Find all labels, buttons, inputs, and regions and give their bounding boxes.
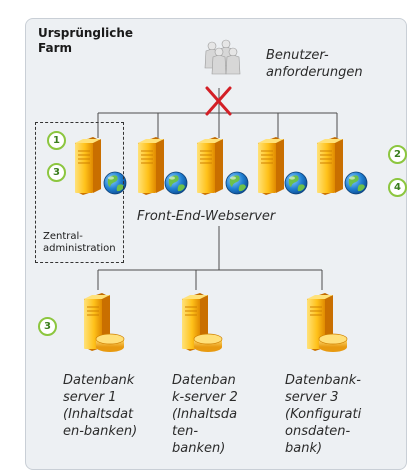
server-icon-5 [316,136,344,196]
farm-panel [25,18,407,470]
connector-lines [97,88,338,290]
step-badge-right-top: 2 [388,145,407,164]
step-badge-ca-bottom: 3 [47,163,66,182]
farm-title: Ursprüngliche Farm [38,26,134,55]
server-icon-4 [257,136,285,196]
globe-icon-4 [284,171,308,195]
database-server-icon-3 [306,292,348,353]
database-server-label-3: Datenbank- server 3 (Konfigurati onsdate… [285,373,362,456]
frontend-label: Front-End-Webserver [137,209,276,224]
server-icon-3 [196,136,224,196]
central-admin-label: Zentral- administration [43,231,116,254]
database-server-label-2: Datenban k-server 2 (Inhaltsda ten- bank… [172,373,238,456]
step-badge-ca-top: 1 [47,131,66,150]
globe-icon-2 [164,171,188,195]
server-icon-2 [137,136,165,196]
database-server-icon-2 [181,292,223,353]
globe-icon-3 [225,171,249,195]
users-label: Benutzer- anforderungen [266,48,363,80]
step-badge-right-bottom: 4 [388,178,407,197]
users-icon [204,39,241,75]
central-admin-box [35,122,124,263]
step-badge-db: 3 [38,317,57,336]
database-server-icon-1 [83,292,125,353]
blocked-x-icon [205,86,232,116]
globe-icon-5 [344,171,368,195]
database-server-label-1: Datenbank server 1 (Inhaltsdat en-banken… [63,373,138,439]
